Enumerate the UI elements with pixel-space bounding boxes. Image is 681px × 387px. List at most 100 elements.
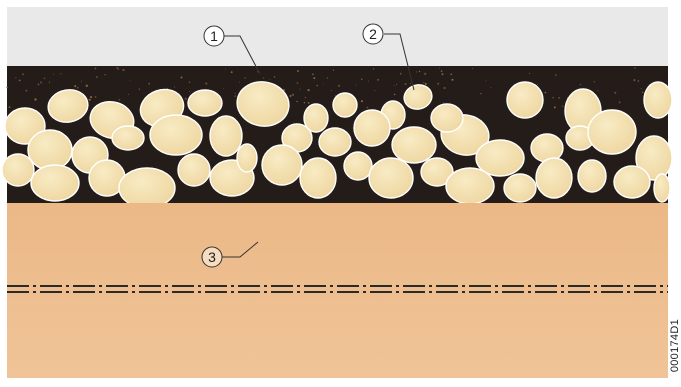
soil-speck [139,88,140,89]
soil-speck [486,80,487,81]
soil-speck [231,71,233,73]
callout-2: 2 [363,24,383,44]
soil-speck [60,73,61,74]
soil-speck [305,97,306,98]
soil-speck [405,83,407,85]
soil-speck [6,87,8,89]
soil-speck [313,77,315,79]
soil-speck [300,88,301,89]
gravel-stone [333,93,357,117]
soil-speck [312,74,314,76]
soil-speck [94,68,96,70]
soil-speck [317,85,318,86]
gravel-stone [28,130,72,170]
gravel-stone [112,126,144,150]
soil-speck [633,79,635,81]
gravel-stone [446,168,494,204]
background-strip [7,7,668,67]
soil-speck [424,73,426,75]
soil-speck [443,102,444,103]
soil-speck [619,101,621,103]
soil-speck [416,72,417,73]
soil-speck [472,68,473,69]
gravel-stone [344,152,372,180]
soil-speck [269,79,270,80]
soil-speck [40,81,41,82]
callout-3-label: 3 [208,249,216,265]
gravel-stone [150,115,202,155]
gravel-stone [319,128,351,156]
soil-speck [373,68,374,69]
soil-speck [289,95,291,97]
soil-speck [181,77,183,79]
soil-speck [552,97,554,99]
gravel-stone [507,82,543,118]
soil-speck [304,102,306,104]
soil-speck [234,95,236,97]
soil-speck [297,70,299,72]
soil-speck [331,90,332,91]
soil-speck [529,73,530,74]
gravel-stone [536,158,572,198]
soil-speck [299,90,300,91]
gravel-stone [188,90,222,116]
soil-speck [396,84,397,85]
soil-speck [356,84,357,85]
soil-speck [554,106,556,108]
soil-speck [394,94,396,96]
soil-speck [235,93,236,94]
soil-speck [442,73,444,75]
soil-speck [96,76,98,78]
soil-speck [368,81,369,82]
soil-speck [128,94,129,95]
soil-speck [81,81,82,82]
gravel-stone [588,110,636,154]
soil-speck [263,77,264,78]
soil-speck [562,105,563,106]
soil-speck [34,98,36,100]
gravel-stone [237,144,257,172]
gravel-stone [300,158,336,198]
soil-speck [423,82,424,83]
soil-speck [642,92,643,93]
soil-speck [89,99,91,101]
callout-1-label: 1 [210,28,218,44]
soil-speck [116,67,118,69]
soil-speck [419,71,420,72]
soil-speck [205,82,207,84]
soil-speck [274,76,275,77]
soil-speck [90,96,92,98]
soil-speck [9,106,11,108]
soil-speck [361,79,362,80]
gravel-stone [369,158,413,198]
gravel-stone [262,145,302,185]
soil-speck [425,83,427,85]
soil-speck [292,94,294,96]
gravel-stone [614,166,650,198]
soil-speck [189,81,190,82]
soil-speck [394,85,395,86]
soil-speck [19,80,21,82]
gravel-stone [119,168,175,208]
callout-2-label: 2 [369,26,377,42]
soil-speck [49,82,50,83]
soil-speck [74,85,76,87]
soil-speck [308,102,310,104]
soil-speck [558,97,560,99]
soil-speck [333,69,334,70]
soil-speck [38,84,40,86]
soil-speck [307,89,309,91]
soil-speck [25,90,27,92]
gravel-stone [392,127,436,163]
gravel-stone [210,116,242,156]
soil-speck [225,69,226,70]
soil-speck [77,87,78,88]
soil-speck [374,90,375,91]
soil-speck [634,67,635,68]
soil-speck [614,92,616,94]
soil-speck [95,96,97,98]
soil-speck [323,84,324,85]
gravel-stone [178,154,210,186]
soil-speck [189,91,190,92]
